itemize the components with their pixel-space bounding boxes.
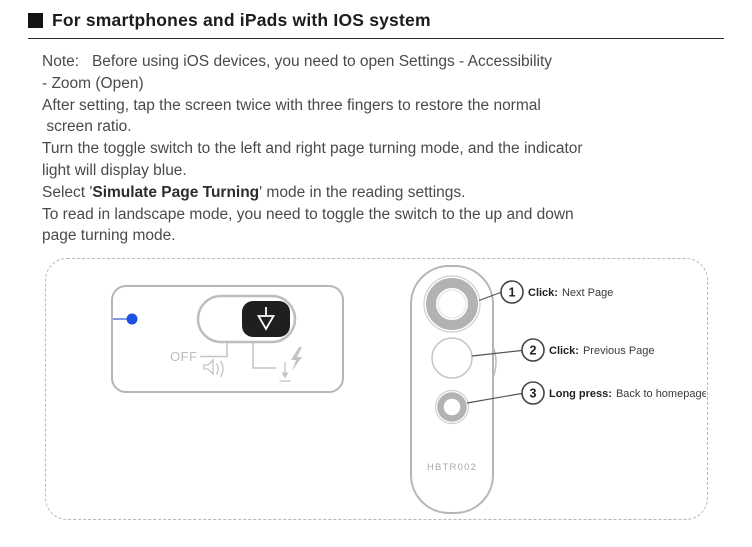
callout-2-action: Click:: [549, 345, 579, 357]
section-bullet-square: [28, 13, 43, 28]
note-line-7: Select 'Simulate Page Turning' mode in t…: [42, 182, 707, 204]
note-line-4: screen ratio.: [42, 118, 132, 136]
callout-1-text: Next Page: [562, 287, 613, 299]
callout-3-number: 3: [530, 387, 537, 401]
toggle-knob: [242, 301, 290, 337]
note-line-3: After setting, tap the screen twice with…: [42, 96, 541, 114]
callout-2-number: 2: [530, 344, 537, 358]
callout-3-action: Long press:: [549, 388, 612, 400]
previous-page-button: [431, 337, 473, 379]
callout-1-line: [478, 291, 501, 302]
callout-2-label: Click: Previous Page: [549, 345, 655, 357]
callout-3-line: [466, 392, 522, 404]
callout-2-line: [471, 349, 522, 357]
lightning-icon: [291, 347, 302, 371]
callout-2: 2 Click: Previous Page: [471, 338, 655, 362]
note-line-1: Note: Before using iOS devices, you need…: [42, 53, 553, 70]
section-header: For smartphones and iPads with IOS syste…: [28, 10, 724, 39]
remote-front-view: HBTR002: [410, 265, 497, 514]
note-line-7-bold: Simulate Page Turning: [92, 183, 260, 201]
note-line-6: light will display blue.: [42, 161, 187, 179]
remote-body: [410, 265, 494, 514]
callout-3: 3 Long press: Back to homepage: [466, 381, 706, 405]
off-position-bracket: [200, 343, 228, 358]
callout-3-circle: [521, 381, 545, 405]
note-line-5: Turn the toggle switch to the left and r…: [42, 140, 583, 158]
note-line-9: page turning mode.: [42, 227, 176, 245]
callout-1: 1 Click: Next Page: [478, 280, 613, 304]
note-line-2: - Zoom (Open): [42, 74, 144, 92]
device-diagram: OFF: [111, 265, 706, 514]
note-line-7-post: ' mode in the reading settings.: [259, 183, 466, 201]
charge-position-bracket: [252, 343, 276, 369]
callout-1-action: Click:: [528, 287, 558, 299]
note-line-7-pre: Select ': [42, 183, 93, 201]
next-page-button: [423, 275, 481, 333]
callout-1-number: 1: [509, 286, 516, 300]
section-title: For smartphones and iPads with IOS syste…: [52, 10, 431, 30]
off-label: OFF: [170, 349, 198, 364]
device-diagram-panel: OFF: [45, 258, 708, 520]
callout-1-circle: [500, 280, 524, 304]
instructions-text: Note: Before using iOS devices, you need…: [42, 51, 707, 247]
callout-3-label: Long press: Back to homepage: [549, 388, 706, 400]
model-label: HBTR002: [427, 462, 477, 473]
indicator-light: [126, 313, 138, 325]
home-button: [434, 389, 470, 425]
callout-1-label: Click: Next Page: [528, 287, 613, 299]
callout-2-circle: [521, 338, 545, 362]
charge-arrow-icon: [279, 362, 291, 382]
note-line-8: To read in landscape mode, you need to t…: [42, 205, 574, 223]
toggle-knob-arrow: [256, 315, 276, 331]
callout-3-text: Back to homepage: [616, 388, 706, 400]
speaker-icon: [203, 358, 224, 378]
toggle-device-top-view: OFF: [111, 285, 344, 393]
callout-2-text: Previous Page: [583, 345, 655, 357]
